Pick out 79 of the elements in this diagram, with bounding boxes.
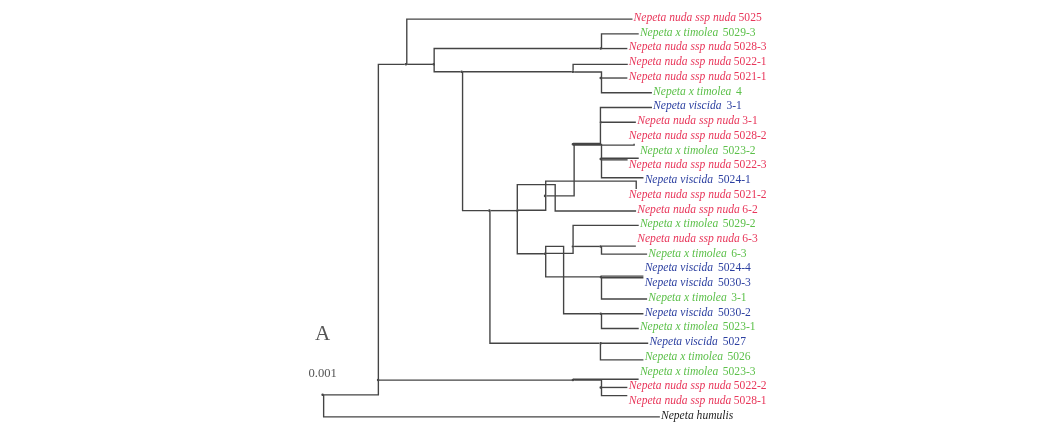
- node-point: [571, 245, 575, 248]
- node-text: Nepeta nuda ssp nuda 5022-3: [628, 158, 767, 172]
- connector: [461, 71, 489, 212]
- connector: [545, 180, 637, 196]
- node-point: [321, 393, 324, 397]
- node-point: [543, 194, 547, 198]
- node-text: Nepeta nuda ssp nuda 5028-1: [628, 394, 767, 408]
- label: 0.001: [308, 366, 337, 381]
- node-point: [599, 386, 603, 389]
- node-point: [571, 378, 575, 382]
- connector: [322, 394, 661, 418]
- node-text: Nepeta viscida 5030-2: [644, 305, 751, 319]
- connector: [601, 121, 637, 123]
- node-point: [599, 312, 603, 316]
- connector: [600, 245, 648, 255]
- node-point: [599, 157, 603, 161]
- connector: [600, 313, 640, 330]
- node-point: [460, 70, 463, 73]
- label: A: [315, 321, 331, 346]
- connector: [601, 77, 629, 79]
- node-text: Nepeta viscida 3-1: [653, 99, 742, 113]
- node-text: Nepeta viscida 5030-3: [644, 276, 751, 290]
- connector: [572, 63, 629, 72]
- node-point: [376, 378, 380, 382]
- node-point: [599, 245, 603, 248]
- node-point: [432, 63, 436, 66]
- node-text: Nepeta nuda ssp nuda 5028-3: [628, 40, 767, 54]
- node-text: Nepeta nuda ssp nuda 5022-1: [628, 55, 767, 69]
- connector: [600, 33, 640, 50]
- node-text: Nepeta nuda ssp nuda 5025: [633, 10, 762, 24]
- node-point: [488, 209, 491, 212]
- node-text: Nepeta x timolea 5023-1: [639, 320, 756, 334]
- node-text: Nepeta nuda ssp nuda 6-3: [637, 232, 758, 245]
- connector: [601, 386, 629, 389]
- connector: [322, 380, 380, 396]
- connector: [600, 77, 653, 94]
- connector: [573, 245, 601, 248]
- node-text: Nepeta viscida 5024-4: [644, 261, 751, 275]
- node-text: Nepeta humulis: [660, 408, 734, 422]
- connector: [516, 183, 637, 212]
- node-text: Nepeta x timolea 3-1: [648, 290, 747, 304]
- node-point: [515, 209, 519, 212]
- connector: [601, 245, 637, 247]
- node-text: Nepeta nuda ssp nuda 5021-1: [628, 69, 767, 83]
- node-text: Nepeta nuda ssp nuda 5028-2: [628, 128, 767, 142]
- connector: [573, 71, 603, 79]
- node-text: Nepeta x timolea 5029-3: [639, 25, 756, 39]
- node-text: Nepeta viscida 5024-1: [644, 173, 751, 187]
- node-text: Nepeta nuda ssp nuda 6-2: [637, 202, 758, 216]
- node-point: [404, 63, 408, 66]
- node-text: Nepeta viscida 5027: [649, 335, 746, 349]
- connector: [517, 195, 547, 211]
- node-point: [599, 120, 603, 124]
- node-point: [571, 70, 575, 73]
- connector: [601, 313, 645, 315]
- node-text: Nepeta x timolea 5029-2: [639, 217, 756, 231]
- connector: [489, 209, 517, 212]
- node-text: Nepeta nuda ssp nuda 5021-2: [628, 187, 767, 201]
- node-text: Nepeta x timolea 5026: [644, 349, 751, 363]
- node-text: Nepeta nuda ssp nuda 3-1: [637, 114, 758, 128]
- node-text: Nepeta x timolea 4: [653, 84, 742, 98]
- node-point: [599, 76, 603, 80]
- node-point: [571, 143, 575, 146]
- node-text: Nepeta x timolea 6-3: [648, 246, 747, 260]
- node-text: Nepeta x timolea 5023-3: [639, 364, 756, 378]
- node-point: [599, 275, 603, 279]
- connector: [601, 342, 649, 344]
- node-point: [543, 252, 547, 256]
- node-text: Nepeta x timolea 5023-2: [639, 143, 756, 157]
- connector: [377, 63, 406, 380]
- connector: [599, 343, 645, 361]
- connector: [572, 224, 640, 247]
- connector: [601, 47, 629, 50]
- connector: [599, 106, 653, 122]
- node-text: Nepeta nuda ssp nuda 5022-2: [628, 379, 767, 393]
- node-point: [599, 47, 603, 50]
- connector: [462, 71, 573, 73]
- connector: [600, 386, 628, 397]
- node-point: [599, 341, 603, 345]
